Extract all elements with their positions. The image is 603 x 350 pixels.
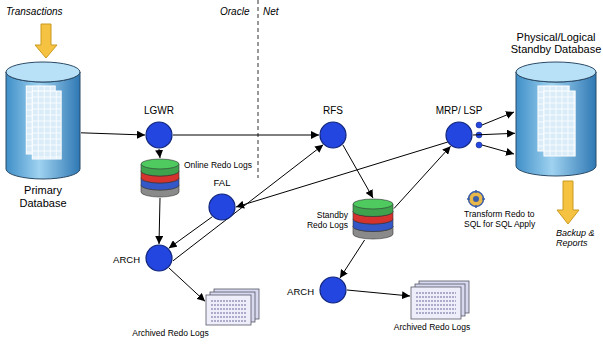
process-symbol <box>209 194 235 220</box>
disk-stack-symbol <box>353 199 393 239</box>
flow-connector <box>347 290 410 296</box>
input-label: Transactions <box>6 6 63 18</box>
document-pile-symbol <box>206 289 259 325</box>
database-cylinder: Primary Database <box>5 62 81 180</box>
archived-log-pile: Archived Redo Logs <box>205 288 260 326</box>
process-circle: RFS <box>319 121 347 149</box>
process-circle-outline <box>319 276 347 304</box>
transactions-arrow <box>35 24 57 58</box>
redo-log-stack: Online Redo Logs <box>140 158 180 198</box>
flow-connector <box>343 145 373 198</box>
node-label: Online Redo Logs <box>184 161 252 171</box>
flow-connector <box>394 146 451 208</box>
node-label: LGWR <box>144 105 174 117</box>
process-symbol <box>320 122 346 148</box>
archived-log-pile: Archived Redo Logs <box>410 280 470 320</box>
output-label: Backup & Reports <box>556 228 600 249</box>
redo-log-stack-outline <box>352 198 394 240</box>
apply-arrow <box>482 145 514 154</box>
node-label: FAL <box>214 178 231 189</box>
process-symbol <box>146 245 172 271</box>
flow-connector <box>159 198 160 244</box>
transform-icon <box>467 190 485 208</box>
node-label: RFS <box>323 105 343 117</box>
process-circle-outline <box>145 121 173 149</box>
process-circle: ARCH <box>145 244 173 272</box>
flow-connector <box>169 268 205 302</box>
node-label: Archived Redo Logs <box>132 329 209 339</box>
process-circle: LGWR <box>145 121 173 149</box>
flow-connector <box>236 142 448 207</box>
database-cylinder: Physical/Logical Standby Database <box>515 62 597 177</box>
node-label: MRP/ LSP <box>436 105 483 117</box>
archived-log-pile-outline <box>205 288 260 326</box>
archived-log-pile-outline <box>410 280 470 320</box>
process-circle: MRP/ LSP <box>445 121 473 149</box>
node-label: ARCH <box>287 287 314 298</box>
flow-connector <box>340 240 365 278</box>
document-pile-symbol <box>411 281 469 319</box>
process-symbol <box>320 277 346 303</box>
process-circle: ARCH <box>319 276 347 304</box>
redo-log-stack-outline <box>140 158 180 198</box>
redo-log-stack: Standby Redo Logs <box>352 198 394 240</box>
flow-connector <box>81 133 145 135</box>
network-divider <box>258 0 259 178</box>
node-label: Physical/Logical Standby Database <box>509 31 603 56</box>
process-circle-outline <box>445 121 473 149</box>
node-label: Standby Redo Logs <box>298 211 348 231</box>
process-circle: FAL <box>208 193 236 221</box>
flow-connector <box>173 135 319 136</box>
node-label: Archived Redo Logs <box>394 323 471 333</box>
database-cylinder-outline <box>515 62 597 177</box>
network-label: Oracle <box>220 6 249 18</box>
apply-arrow <box>482 112 514 125</box>
process-circle-outline <box>208 193 236 221</box>
note-label: Transform Redo to SQL for SQL Apply <box>464 210 546 230</box>
process-circle-outline <box>319 121 347 149</box>
process-circle-outline <box>145 244 173 272</box>
cylinder-symbol <box>516 62 596 176</box>
network-label: Net <box>263 6 279 18</box>
database-cylinder-outline <box>5 62 81 180</box>
node-label: ARCH <box>113 255 140 266</box>
flow-connector <box>159 149 160 158</box>
cylinder-symbol <box>6 62 80 179</box>
flow-connector <box>473 133 515 135</box>
node-label: Primary Database <box>8 184 78 209</box>
flow-connector <box>169 217 212 248</box>
process-symbol <box>446 122 472 148</box>
disk-stack-symbol <box>141 159 179 197</box>
backup-arrow <box>557 181 579 224</box>
process-symbol <box>146 122 172 148</box>
